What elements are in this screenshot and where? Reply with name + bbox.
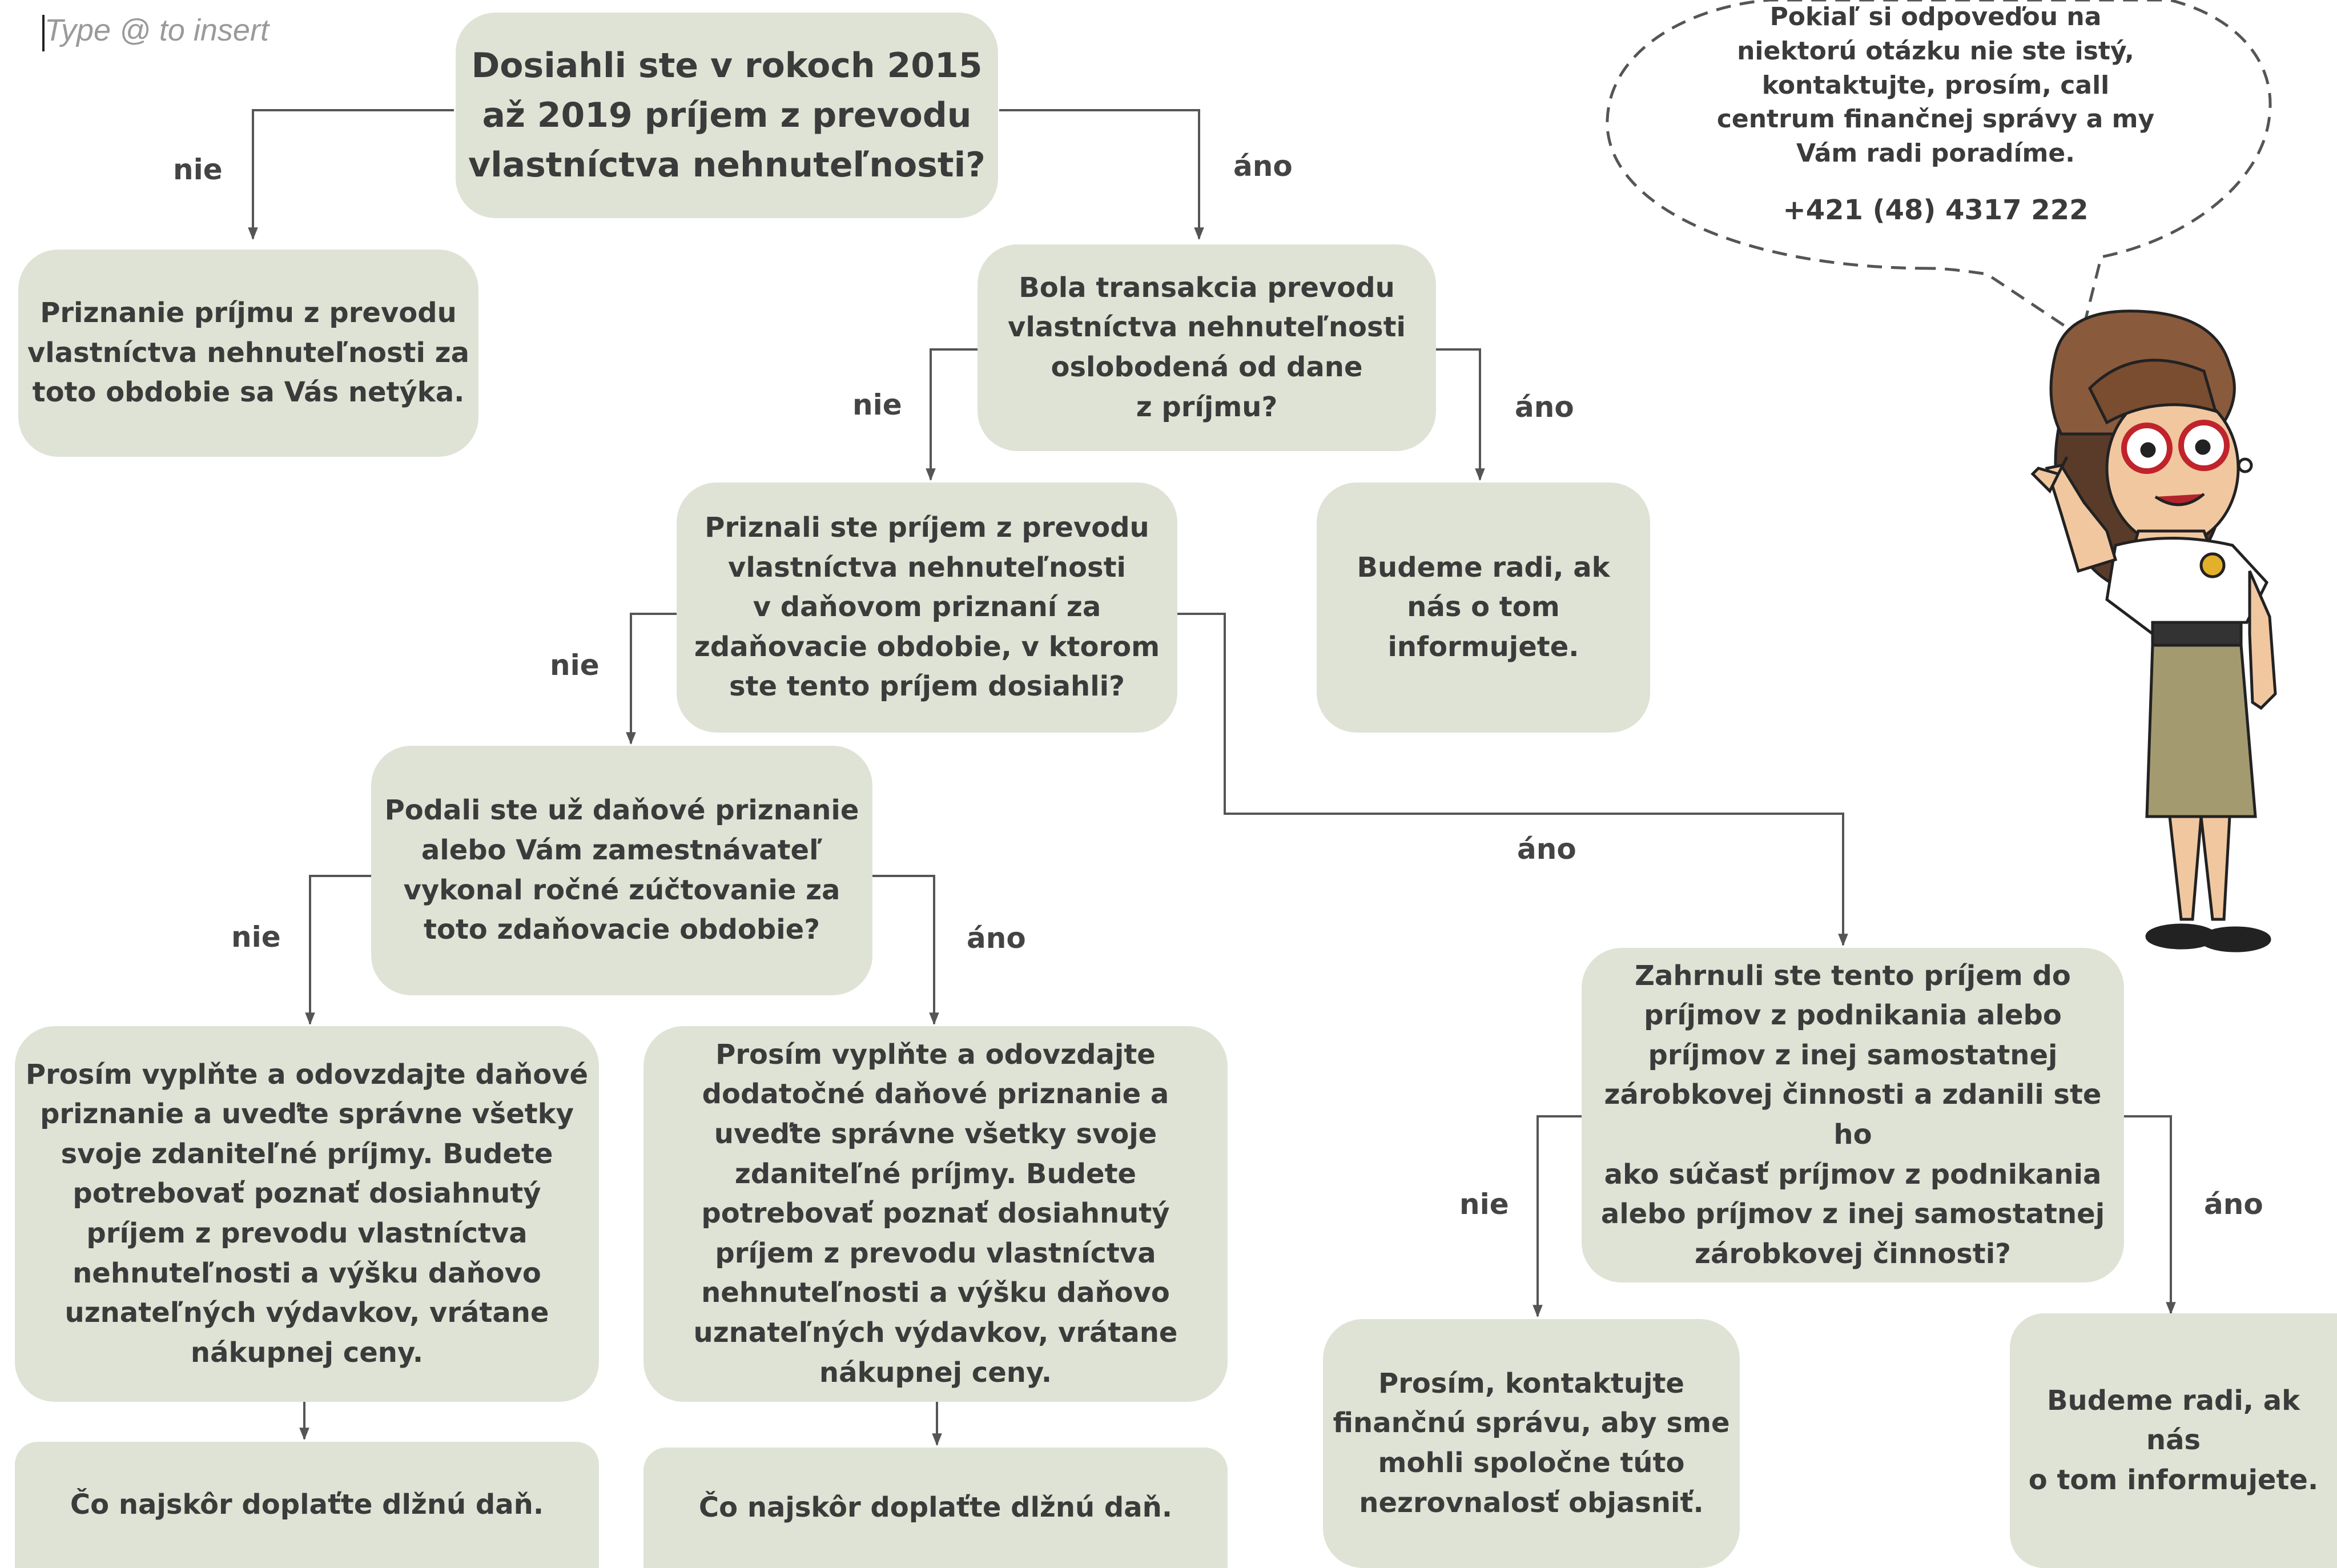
edge-declared-yes	[1177, 613, 1848, 947]
insert-hint[interactable]: Type @ to insert	[45, 13, 269, 47]
call-center-phone: +421 (48) 4317 222	[1783, 194, 2089, 226]
label-business-no: nie	[1459, 1188, 1509, 1221]
pay-tax-node-1: Čo najskôr doplaťte dlžnú daň.	[15, 1442, 599, 1568]
question-declared-node: Priznali ste príjem z prevodu vlastníctv…	[677, 483, 1177, 733]
fill-return-node: Prosím vyplňte a odovzdajte daňové prizn…	[15, 1026, 599, 1402]
edge-declared-no	[626, 613, 677, 745]
edge-business-yes	[2124, 1115, 2176, 1315]
edge-exempt-no	[926, 348, 978, 481]
inform-us-node-2: Budeme radi, ak nás o tom informujete.	[2010, 1313, 2337, 1568]
label-declared-yes: áno	[1517, 833, 1576, 866]
label-filed-no: nie	[231, 920, 281, 954]
edge-business-no	[1532, 1115, 1582, 1318]
contact-office-node: Prosím, kontaktujte finančnú správu, aby…	[1323, 1319, 1740, 1568]
assistant-character-illustration	[2030, 309, 2277, 952]
question-exempt-node: Bola transakcia prevodu vlastníctva nehn…	[978, 244, 1436, 451]
inform-us-node-1: Budeme radi, ak nás o tom informujete.	[1317, 483, 1650, 733]
speech-bubble-text: Pokiaľ si odpoveďou na niektorú otázku n…	[1716, 2, 2155, 168]
question-business-node: Zahrnuli ste tento príjem do príjmov z p…	[1582, 948, 2124, 1282]
label-income-no: nie	[173, 153, 223, 186]
label-declared-no: nie	[550, 649, 600, 682]
label-exempt-yes: áno	[1515, 391, 1574, 424]
label-filed-yes: áno	[967, 922, 1026, 955]
fill-additional-return-node: Prosím vyplňte a odovzdajte dodatočné da…	[643, 1026, 1228, 1402]
pay-tax-node-2: Čo najskôr doplaťte dlžnú daň.	[643, 1448, 1228, 1568]
label-income-yes: áno	[1233, 150, 1293, 183]
edge-filed-no	[305, 875, 371, 1026]
text-cursor	[42, 15, 45, 51]
edge-exempt-yes	[1436, 348, 1485, 481]
edge-income-yes	[999, 109, 1204, 240]
not-relevant-node: Priznanie príjmu z prevodu vlastníctva n…	[18, 250, 478, 457]
question-income-node: Dosiahli ste v rokoch 2015 až 2019 príje…	[456, 13, 998, 218]
label-exempt-no: nie	[852, 388, 902, 421]
question-filed-node: Podali ste už daňové priznanie alebo Vám…	[371, 746, 872, 995]
speech-bubble	[1606, 0, 2272, 340]
edge-income-no	[248, 109, 454, 240]
edge-filed-yes	[872, 875, 939, 1026]
label-business-yes: áno	[2204, 1188, 2263, 1221]
